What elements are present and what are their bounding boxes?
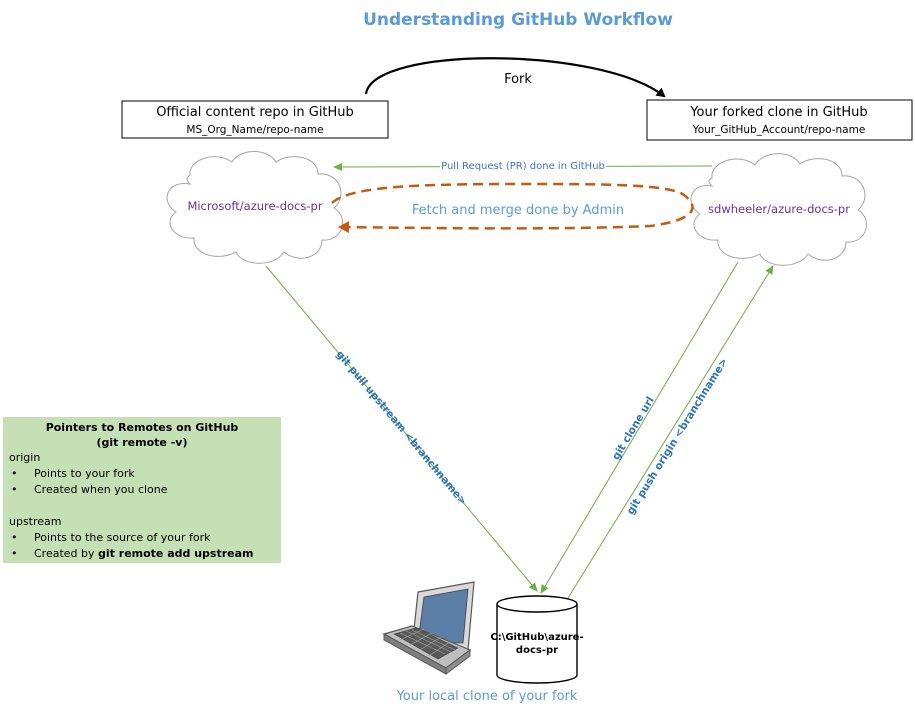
forked-repo-title: Your forked clone in GitHub bbox=[689, 105, 867, 120]
upstream-cloud: Microsoft/azure-docs-pr bbox=[166, 151, 343, 264]
official-repo-title: Official content repo in GitHub bbox=[156, 105, 354, 120]
origin-list: Points to your fork Created when you clo… bbox=[9, 466, 275, 498]
git-pull-label: git pull upstream <branchname> bbox=[334, 349, 469, 508]
upstream-list: Points to the source of your fork Create… bbox=[9, 530, 275, 562]
official-repo-box: Official content repo in GitHub MS_Org_N… bbox=[121, 100, 389, 139]
local-repo-database: C:\GitHub\azure- docs-pr bbox=[490, 595, 584, 684]
git-clone-label: git clone url bbox=[610, 395, 657, 462]
forked-repo-box: Your forked clone in GitHub Your_GitHub_… bbox=[646, 99, 913, 141]
origin-item: Points to your fork bbox=[9, 466, 275, 482]
pull-request-label: Pull Request (PR) done in GitHub bbox=[441, 161, 605, 172]
git-push-arrow bbox=[567, 265, 774, 599]
fork-label: Fork bbox=[504, 72, 532, 87]
upstream-command: git remote add upstream bbox=[98, 547, 254, 560]
fork-cloud: sdwheeler/azure-docs-pr bbox=[690, 153, 867, 266]
git-pull-arrow bbox=[265, 265, 538, 592]
local-repo-path-line2: docs-pr bbox=[516, 645, 558, 656]
local-repo-path-line1: C:\GitHub\azure- bbox=[490, 632, 583, 643]
git-push-label: git push origin <branchname> bbox=[625, 356, 731, 517]
diagram-title: Understanding GitHub Workflow bbox=[363, 10, 673, 30]
fetch-merge-arrow bbox=[331, 182, 694, 234]
local-clone-label: Your local clone of your fork bbox=[396, 689, 578, 704]
upstream-item-prefix: Created by bbox=[34, 547, 99, 560]
fetch-merge-label: Fetch and merge done by Admin bbox=[412, 203, 624, 218]
upstream-item: Created by git remote add upstream bbox=[9, 546, 275, 562]
laptop-icon bbox=[382, 581, 475, 675]
origin-item: Created when you clone bbox=[9, 482, 275, 498]
pointers-subtitle: (git remote -v) bbox=[96, 436, 188, 449]
upstream-cloud-label: Microsoft/azure-docs-pr bbox=[187, 199, 322, 213]
fork-cloud-label: sdwheeler/azure-docs-pr bbox=[708, 202, 850, 216]
upstream-item: Points to the source of your fork bbox=[9, 530, 275, 546]
origin-heading: origin bbox=[9, 451, 41, 464]
pointers-title: Pointers to Remotes on GitHub bbox=[45, 421, 239, 434]
official-repo-path: MS_Org_Name/repo-name bbox=[186, 124, 323, 136]
fork-arrow bbox=[364, 57, 666, 98]
upstream-heading: upstream bbox=[9, 515, 62, 528]
git-clone-arrow bbox=[540, 261, 739, 594]
pointers-panel: Pointers to Remotes on GitHub (git remot… bbox=[3, 417, 281, 563]
forked-repo-path: Your_GitHub_Account/repo-name bbox=[692, 124, 866, 136]
